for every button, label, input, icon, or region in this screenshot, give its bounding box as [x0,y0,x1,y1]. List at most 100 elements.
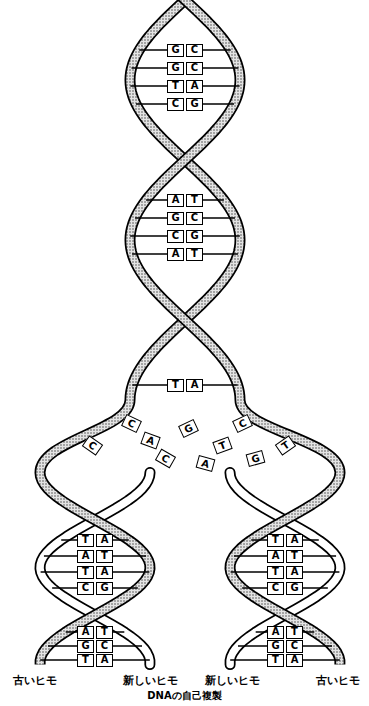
base-stem [230,659,267,661]
base-letter: T [191,195,198,205]
base-stem [231,571,267,573]
base-block: T [267,566,284,579]
base-letter: A [200,457,210,469]
base-letter: A [101,535,109,545]
base-block: A [96,654,113,667]
base-stem [130,235,167,237]
base-block: A [96,534,113,547]
base-stem [203,235,240,237]
base-letter: T [101,551,108,561]
base-letter: A [272,551,280,561]
base-stem [136,103,167,105]
base-letter: G [100,583,108,593]
base-block: A [267,626,284,639]
base-stem [61,539,77,541]
old-strand [130,0,340,665]
base-stem [242,587,267,589]
base-letter: C [159,452,170,464]
base-block: C [267,582,284,595]
base-letter: T [82,567,89,577]
base-block: G [245,450,265,467]
base-letter: G [290,583,298,593]
base-block: G [167,44,184,57]
base-letter: G [190,231,198,241]
base-letter: T [291,627,298,637]
base-letter: A [272,627,280,637]
base-block: G [186,230,203,243]
old-strand [40,0,240,665]
base-letter: C [82,583,89,593]
base-letter: C [191,45,198,55]
base-letter: G [250,452,261,464]
base-stem [203,103,234,105]
base-stem [303,555,336,557]
base-block: A [96,566,113,579]
base-stem [203,49,231,51]
base-letter: T [172,81,179,91]
base-letter: C [272,583,279,593]
base-letter: G [171,45,179,55]
base-block: C [186,62,203,75]
base-letter: A [291,655,299,665]
base-block: G [178,419,199,438]
base-stem [303,645,332,647]
base-block: C [186,212,203,225]
base-letter: C [191,63,198,73]
base-stem [146,199,167,201]
base-block: C [186,44,203,57]
base-block: T [96,550,113,563]
base-block: G [96,582,113,595]
base-block: T [186,248,203,261]
base-letter: A [291,567,299,577]
base-letter: A [191,81,199,91]
base-stem [203,67,238,69]
base-block: T [286,626,303,639]
base-block: G [186,98,203,111]
base-block: T [77,654,94,667]
strand-label: 古いヒモ [13,674,57,688]
base-letter: C [101,641,108,651]
base-letter: T [191,249,198,259]
base-stem [303,571,339,573]
base-stem [203,217,235,219]
base-block: A [267,550,284,563]
base-block: A [167,194,184,207]
base-bonds [40,50,340,660]
base-block: T [212,436,232,454]
base-letter: T [101,627,108,637]
base-stem [113,555,146,557]
base-block: A [195,455,215,472]
base-stem [303,539,319,541]
base-letter: C [172,99,179,109]
base-stem [113,659,150,661]
base-letter: C [126,417,137,429]
base-stem [52,587,77,589]
base-block: A [77,626,94,639]
base-block: C [77,582,94,595]
base-stem [135,217,167,219]
strand-label: 古いヒモ [316,674,360,688]
old-strand-outline [130,0,340,665]
base-letter: T [291,551,298,561]
base-block: A [167,248,184,261]
base-letter: G [171,213,179,223]
base-letter: A [291,535,299,545]
base-block: C [154,448,175,468]
base-stem [256,631,267,633]
base-stem [303,587,328,589]
base-stem [113,539,129,541]
base-block: C [96,640,113,653]
base-letter: A [145,434,156,446]
base-letter: G [271,641,279,651]
base-letter: T [279,439,290,451]
base-stem [303,631,314,633]
base-stem [130,85,167,87]
base-letter: A [172,195,180,205]
base-stem [251,539,267,541]
base-stem [48,645,77,647]
base-block: T [77,566,94,579]
base-stem [139,49,167,51]
base-letter: T [272,567,279,577]
base-stem [132,67,167,69]
